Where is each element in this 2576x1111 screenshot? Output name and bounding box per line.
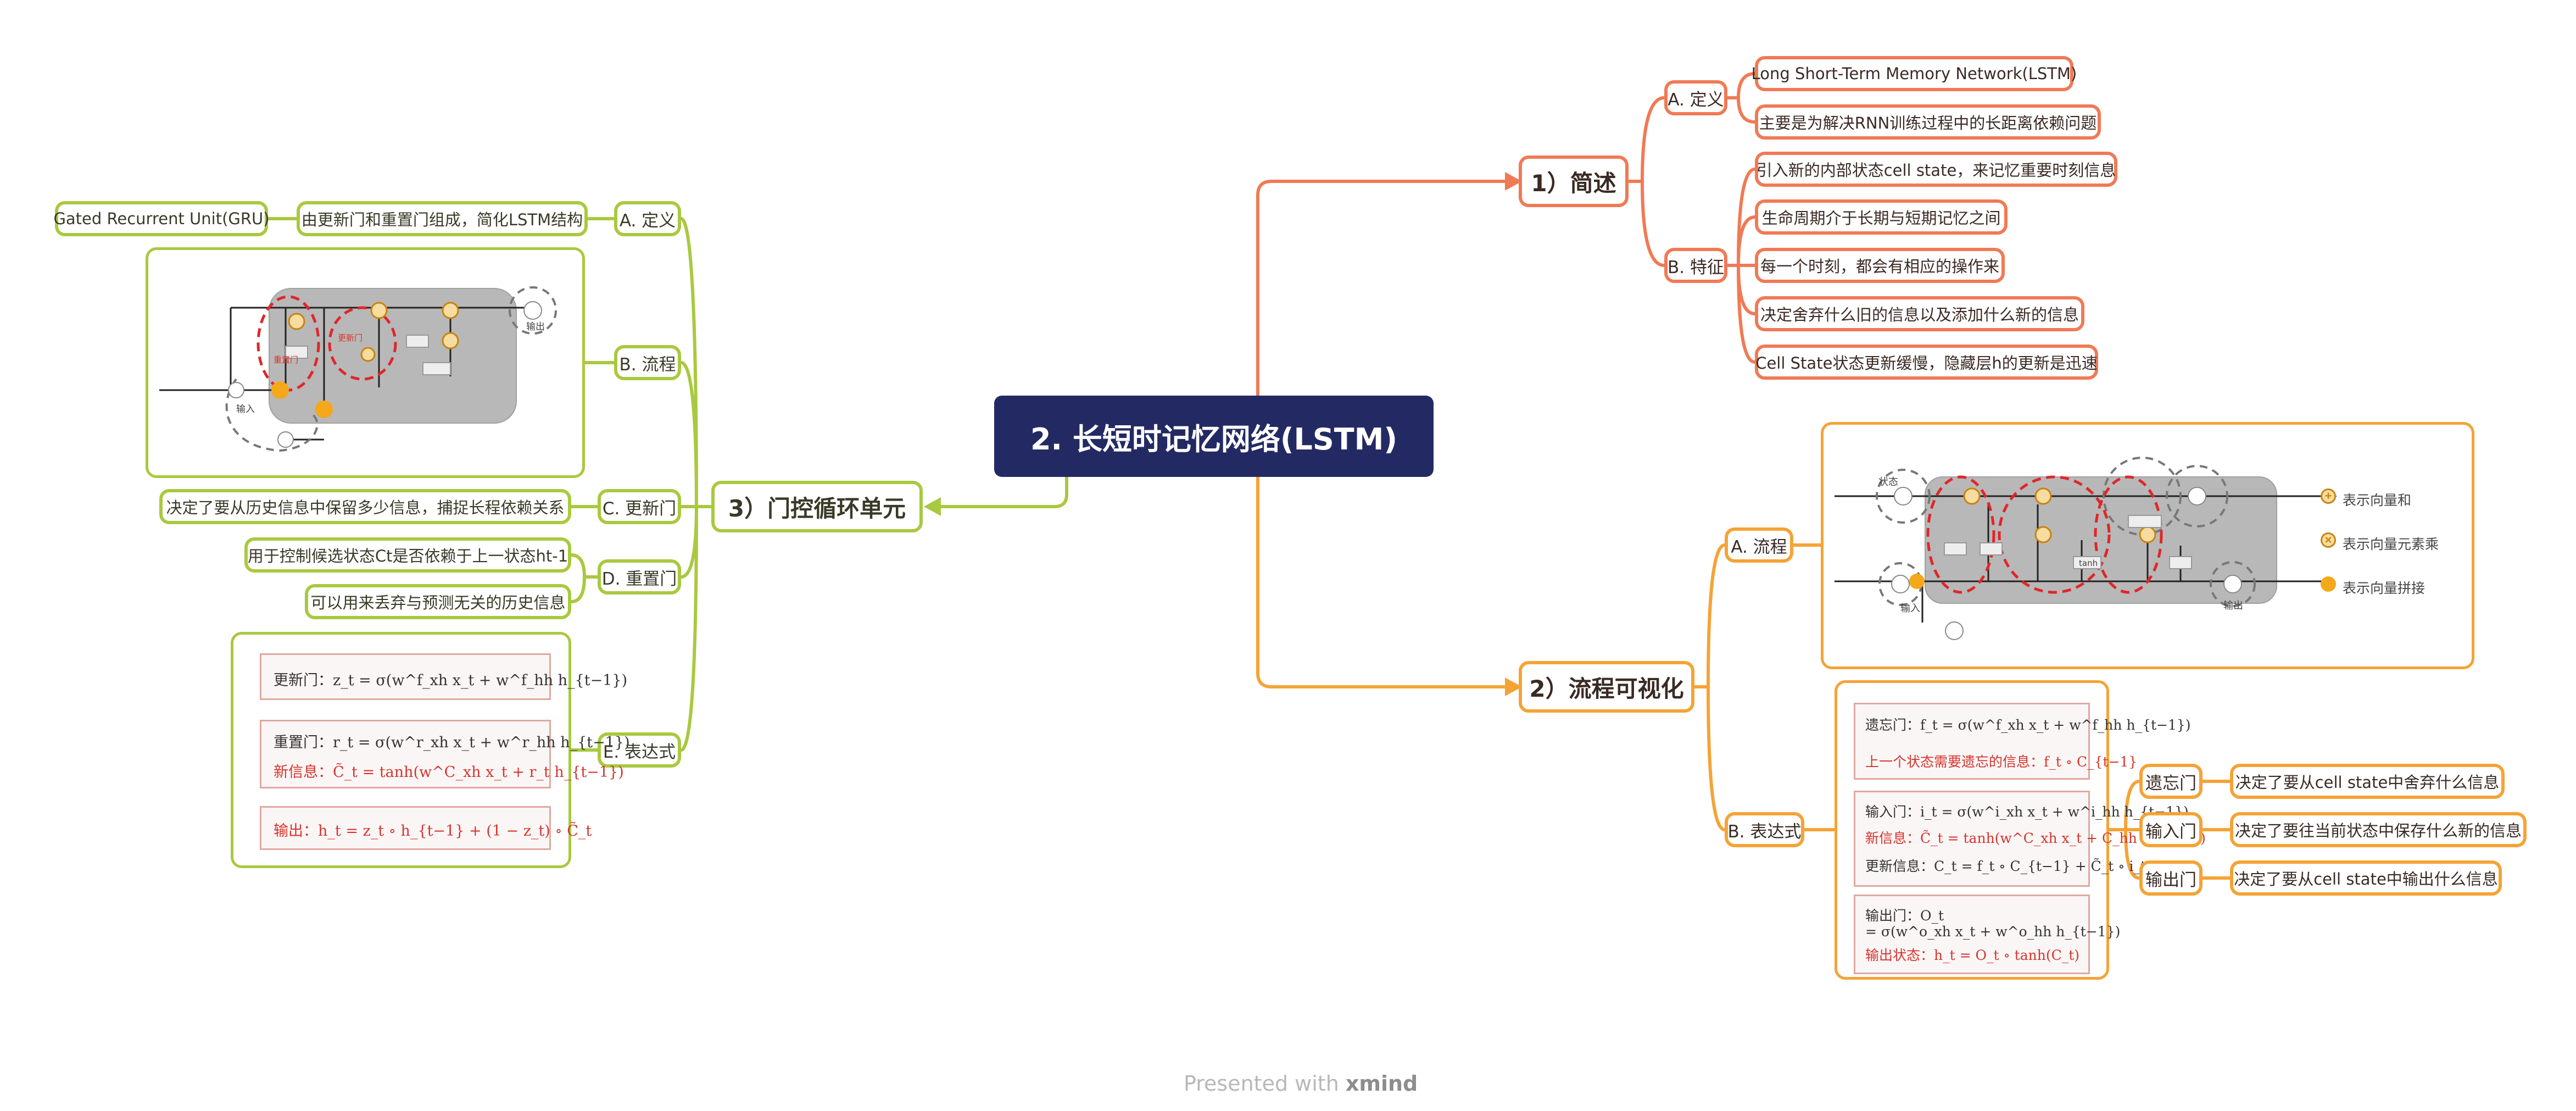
gate-forget-label[interactable]: 遗忘门 <box>2139 764 2203 799</box>
topic-intro[interactable]: 1）简述 <box>1519 155 1629 207</box>
gru-flow-diagram-panel[interactable]: 输入 输出 更新门 重置门 <box>146 247 585 478</box>
topic-visualization[interactable]: 2）流程可视化 <box>1519 661 1694 713</box>
gru-output-formula: 输出：h_t = z_t ∘ h_{t−1} + (1 − z_t) ∘ C̃_… <box>274 823 592 840</box>
legend-vector-sum: 表示向量和 <box>2343 492 2412 508</box>
gru-update-desc[interactable]: 决定了要从历史信息中保留多少信息，捕捉长程依赖关系 <box>159 489 571 524</box>
gru-def-item-1[interactable]: 由更新门和重置门组成，简化LSTM结构 <box>297 201 588 236</box>
gate-input-desc[interactable]: 决定了要往当前状态中保存什么新的信息 <box>2230 812 2527 847</box>
intro-feat-item-5[interactable]: Cell State状态更新缓慢，隐藏层h的更新是迅速 <box>1755 345 2098 380</box>
gate-output-label[interactable]: 输出门 <box>2139 860 2203 896</box>
xmind-brand: xmind <box>1345 1071 1418 1096</box>
intro-feat-label[interactable]: B. 特征 <box>1664 248 1727 283</box>
output-gate-formula-1: 输出门：O_t <box>1865 908 1944 924</box>
gru-diagram-reset-gate-label: 重置门 <box>274 355 298 365</box>
lstm-diagram-state-label: 状态 <box>1878 476 1898 488</box>
intro-def-item-1[interactable]: Long Short-Term Memory Network(LSTM) <box>1752 56 2077 91</box>
presented-with-footer[interactable]: Presented with xmind <box>1184 1071 1418 1096</box>
gate-input-label[interactable]: 输入门 <box>2139 812 2203 847</box>
gate-output-desc[interactable]: 决定了要从cell state中输出什么信息 <box>2230 860 2502 896</box>
lstm-diagram-output-label: 输出 <box>2223 600 2243 612</box>
gru-diagram-input-label: 输入 <box>236 404 255 415</box>
output-gate-formula-2: = σ(w^o_xh x_t + w^o_hh h_{t−1}) <box>1865 924 2121 940</box>
forget-gate-formula-box: 遗忘门：f_t = σ(w^f_xh x_t + w^f_hh h_{t−1})… <box>1854 703 2191 780</box>
output-gate-formula-box: 输出门：O_t = σ(w^o_xh x_t + w^o_hh h_{t−1})… <box>1854 895 2120 974</box>
intro-def-label[interactable]: A. 定义 <box>1664 80 1727 115</box>
lstm-expression-panel[interactable]: 遗忘门：f_t = σ(w^f_xh x_t + w^f_hh h_{t−1})… <box>1835 680 2206 980</box>
topic-gru[interactable]: 3）门控循环单元 <box>711 481 923 532</box>
gate-forget-desc[interactable]: 决定了要从cell state中舍弃什么信息 <box>2230 764 2505 799</box>
root-topic[interactable]: 2. 长短时记忆网络(LSTM) <box>994 396 1434 477</box>
gru-reset-item-1[interactable]: 用于控制候选状态Ct是否依赖于上一状态ht-1 <box>244 537 571 573</box>
gru-flow-label[interactable]: B. 流程 <box>614 345 681 380</box>
vector-sum-icon: + <box>2321 488 2336 504</box>
gru-reset-label[interactable]: D. 重置门 <box>598 559 681 595</box>
gru-reset-formula: 重置门：r_t = σ(w^r_xh x_t + w^r_hh h_{t−1}) <box>274 734 630 751</box>
gru-update-formula-box: 更新门：z_t = σ(w^f_xh x_t + w^f_hh h_{t−1}) <box>260 653 627 700</box>
viz-expr-label[interactable]: B. 表达式 <box>1725 812 1804 847</box>
gru-update-label[interactable]: C. 更新门 <box>598 489 681 524</box>
update-info-formula: 更新信息：C_t = f_t ∘ C_{t−1} + C̃_t ∘ i_t <box>1865 858 2146 874</box>
input-gate-formula: 输入门：i_t = σ(w^i_xh x_t + w^i_hh h_{t−1}) <box>1865 804 2189 820</box>
gru-output-formula-box: 输出：h_t = z_t ∘ h_{t−1} + (1 − z_t) ∘ C̃_… <box>260 806 592 850</box>
viz-flow-label[interactable]: A. 流程 <box>1725 527 1793 563</box>
intro-def-item-2[interactable]: 主要是为解决RNN训练过程中的长距离依赖问题 <box>1755 104 2101 140</box>
lstm-flow-diagram-panel[interactable]: 状态 输入 输出 tanh + 表示向量和 × 表示向量元素乘 表示向量拼接 <box>1821 422 2474 669</box>
footer-prefix: Presented with <box>1184 1071 1339 1096</box>
lstm-diagram: 状态 输入 输出 tanh <box>1835 457 2337 640</box>
root-title: 2. 长短时记忆网络(LSTM) <box>1030 421 1398 457</box>
gru-update-formula: 更新门：z_t = σ(w^f_xh x_t + w^f_hh h_{t−1}) <box>274 672 628 689</box>
forget-gate-formula: 遗忘门：f_t = σ(w^f_xh x_t + w^f_hh h_{t−1}) <box>1865 717 2191 733</box>
input-gate-formula-box: 输入门：i_t = σ(w^i_xh x_t + w^i_hh h_{t−1})… <box>1854 791 2206 887</box>
intro-feat-item-4[interactable]: 决定舍弃什么旧的信息以及添加什么新的信息 <box>1755 296 2084 331</box>
gru-reset-formula-box: 重置门：r_t = σ(w^r_xh x_t + w^r_hh h_{t−1})… <box>260 720 630 788</box>
vector-multiply-icon: × <box>2321 532 2336 548</box>
lstm-diagram-input-label: 输入 <box>1900 603 1920 614</box>
gru-diagram-update-gate-label: 更新门 <box>338 333 363 343</box>
legend-vector-multiply: 表示向量元素乘 <box>2343 536 2439 552</box>
gru-expression-panel[interactable]: 更新门：z_t = σ(w^f_xh x_t + w^f_hh h_{t−1})… <box>231 632 630 868</box>
gru-def-label[interactable]: A. 定义 <box>614 201 681 236</box>
gru-reset-item-2[interactable]: 可以用来丢弃与预测无关的历史信息 <box>305 584 571 619</box>
intro-feat-item-2[interactable]: 生命周期介于长期与短期记忆之间 <box>1755 199 2008 235</box>
lstm-diagram-tanh-label: tanh <box>2079 558 2098 568</box>
vector-concat-icon <box>2321 576 2336 592</box>
forget-info-formula: 上一个状态需要遗忘的信息：f_t ∘ C_{t−1} <box>1865 754 2138 770</box>
gru-expr-label[interactable]: E. 表达式 <box>598 732 681 768</box>
intro-feat-item-3[interactable]: 每一个时刻，都会有相应的操作来 <box>1755 248 2005 283</box>
gru-diagram: 输入 输出 更新门 重置门 <box>159 286 557 452</box>
intro-feat-item-1[interactable]: 引入新的内部状态cell state，来记忆重要时刻信息 <box>1755 152 2117 187</box>
gru-def-item-2[interactable]: Gated Recurrent Unit(GRU) <box>53 201 270 236</box>
output-state-formula: 输出状态：h_t = O_t ∘ tanh(C_t) <box>1865 947 2080 963</box>
legend-vector-concat: 表示向量拼接 <box>2343 580 2426 596</box>
gru-diagram-output-label: 输出 <box>526 321 545 332</box>
gru-new-info-formula: 新信息：C̃_t = tanh(w^C_xh x_t + r_t h_{t−1}… <box>274 764 624 781</box>
